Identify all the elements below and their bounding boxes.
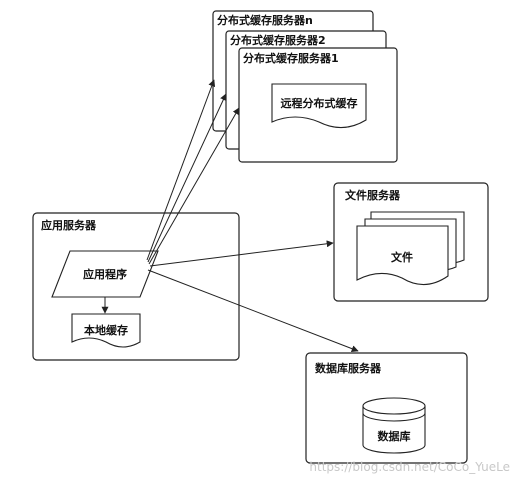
db-server-title: 数据库服务器: [315, 361, 382, 375]
app-program-node: 应用程序: [51, 250, 159, 298]
file-stack-node: 文件: [356, 211, 465, 286]
remote-cache-node: 远程分布式缓存: [271, 83, 367, 129]
file-server-title: 文件服务器: [345, 188, 401, 202]
arrow-to-file-server: [149, 240, 334, 267]
file-label: 文件: [391, 250, 413, 264]
local-cache-node: 本地缓存: [71, 313, 141, 348]
app-program-label: 应用程序: [83, 267, 127, 281]
cache-server-n-title: 分布式缓存服务器n: [217, 13, 313, 27]
local-cache-label: 本地缓存: [84, 323, 128, 337]
database-label: 数据库: [378, 429, 411, 443]
arrow-to-db-server: [147, 269, 359, 352]
database-cylinder-icon: 数据库: [362, 397, 426, 454]
cache-server-1-title: 分布式缓存服务器1: [243, 51, 339, 65]
arrow-to-cache-1: [148, 107, 240, 265]
watermark-text: https://blog.csdn.net/CoCo_YueLe: [309, 460, 510, 474]
cache-server-2-title: 分布式缓存服务器2: [230, 33, 326, 47]
app-server-title: 应用服务器: [41, 218, 97, 232]
remote-cache-label: 远程分布式缓存: [281, 96, 358, 110]
connectors: [101, 79, 359, 352]
arrow-to-cache-2: [147, 93, 227, 263]
arrow-to-cache-n: [146, 79, 216, 261]
